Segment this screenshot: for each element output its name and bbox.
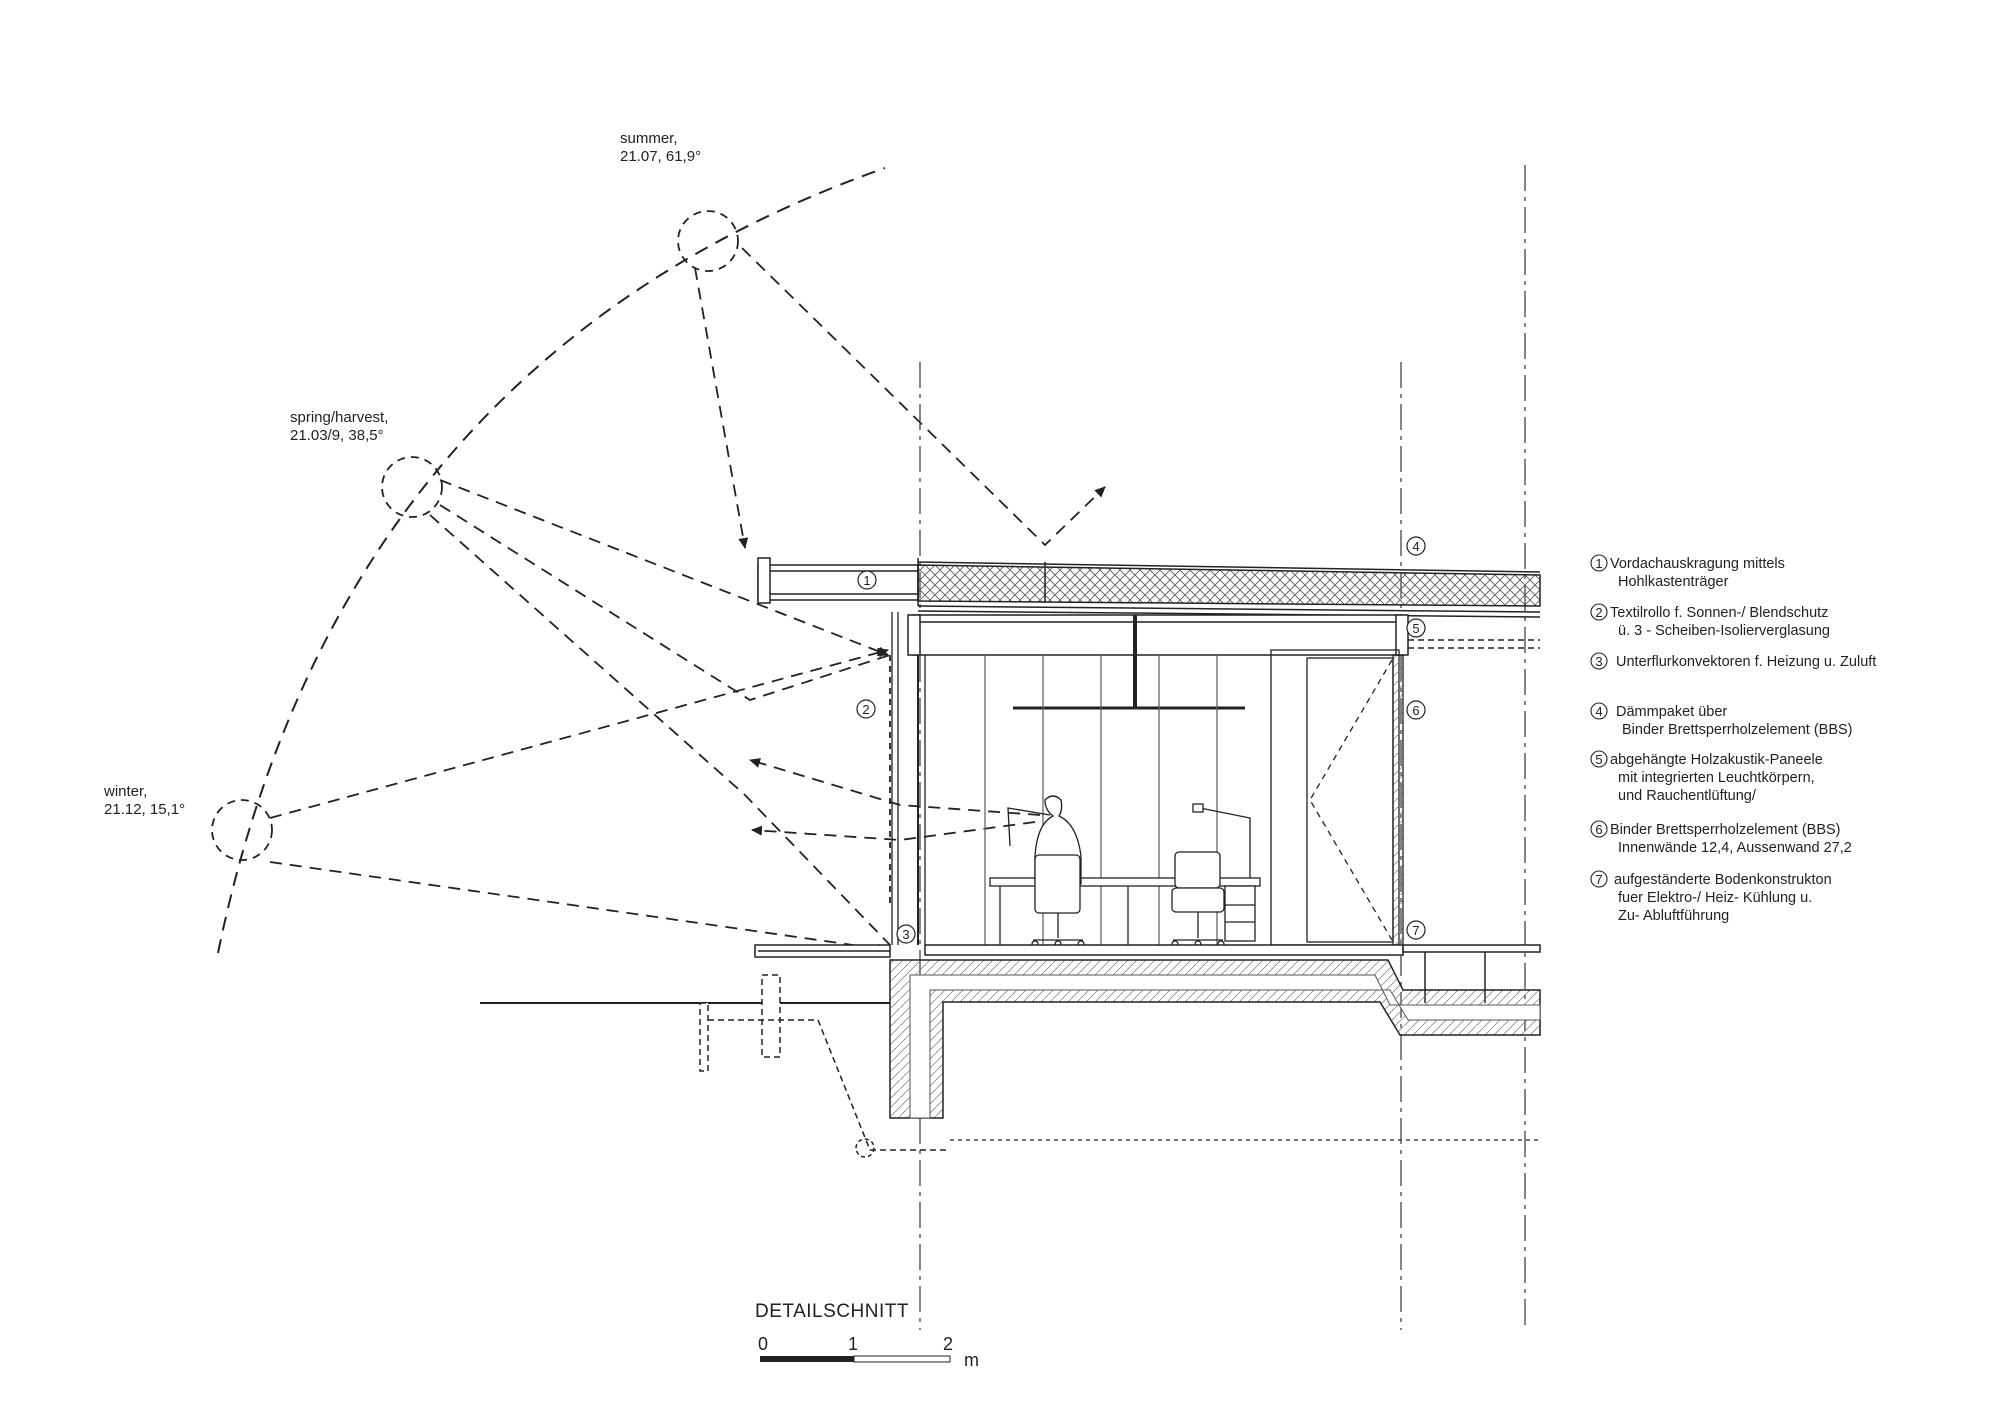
legend-4-line-2: Binder Brettsperrholzelement (BBS) — [1622, 722, 1853, 738]
ray-winter-2 — [269, 861, 889, 954]
marker-5 — [1406, 618, 1426, 638]
legend-item: 7 aufgeständerte Bodenkonstrukton fuer E… — [1590, 870, 1832, 924]
legend-6-number: 6 — [1595, 822, 1602, 837]
legend-7-line-3: Zu- Abluftführung — [1618, 908, 1729, 924]
marker-3-label: 3 — [902, 927, 909, 942]
legend-5-line-2: mit integrierten Leuchtkörpern, — [1618, 770, 1815, 786]
legend-2-line-1: Textilrollo f. Sonnen-/ Blendschutz — [1610, 605, 1828, 621]
legend-7-line-1: aufgeständerte Bodenkonstrukton — [1614, 872, 1832, 888]
legend-4-line-1: Dämmpaket über — [1616, 704, 1727, 720]
scale-tick-2: 2 — [943, 1334, 953, 1354]
sun-summer-circle — [677, 210, 739, 272]
drawing-title: DETAILSCHNITT — [755, 1301, 909, 1322]
marker-1 — [857, 570, 877, 590]
legend-1-line-1: Vordachauskragung mittels — [1610, 556, 1785, 572]
ray-winter-1 — [269, 647, 889, 819]
ray-spring-1 — [439, 479, 889, 657]
raised-floor — [924, 944, 1404, 956]
sun-spring-season: spring/harvest, — [290, 409, 388, 426]
legend-7-number: 7 — [1595, 872, 1602, 887]
legend-5-number: 5 — [1595, 752, 1602, 767]
sun-winter-circle — [211, 799, 273, 861]
facade — [891, 612, 1404, 951]
marker-7 — [1406, 920, 1426, 940]
number-marker-labels: 1 2 3 4 5 6 7 — [862, 539, 1419, 942]
roof — [757, 557, 1541, 710]
legend-item: 5 abgehängte Holzakustik-Paneele mit int… — [1590, 750, 1823, 804]
chair-1-back — [1034, 854, 1081, 914]
marker-2 — [856, 699, 876, 719]
marker-4 — [1406, 536, 1426, 556]
scale-tick-1: 1 — [848, 1334, 858, 1354]
marker-6-label: 6 — [1412, 703, 1419, 718]
legend-item: 1 Vordachauskragung mittels Hohlkastentr… — [1590, 554, 1785, 590]
sun-labels: summer, 21.07, 61,9° spring/harvest, 21.… — [103, 130, 701, 818]
legend-4-number: 4 — [1595, 704, 1602, 719]
marker-2-label: 2 — [862, 702, 869, 717]
sun-winter-season: winter, — [103, 783, 147, 800]
legend-1-number: 1 — [1595, 556, 1602, 571]
marker-6 — [1406, 700, 1426, 720]
axis-lines — [919, 165, 1526, 1330]
legend-3-number: 3 — [1595, 654, 1602, 669]
floor — [480, 944, 1541, 1158]
number-markers — [856, 536, 1426, 944]
ray-winter-3 — [749, 758, 1041, 816]
legend-3-line-1: Unterflurkonvektoren f. Heizung u. Zuluf… — [1616, 654, 1876, 670]
ray-winter-4 — [751, 821, 1036, 841]
legend: 1 Vordachauskragung mittels Hohlkastentr… — [1590, 554, 1876, 924]
scale-unit: m — [964, 1350, 979, 1370]
office-furniture — [989, 795, 1261, 948]
title-block: DETAILSCHNITT 0 1 2 m — [755, 1301, 979, 1370]
ceiling-panel — [912, 614, 1404, 656]
scale-tick-0: 0 — [758, 1334, 768, 1354]
desk — [989, 877, 1261, 887]
legend-item: 4 Dämmpaket über Binder Brettsperrholzel… — [1590, 702, 1853, 738]
legend-7-line-2: fuer Elektro-/ Heiz- Kühlung u. — [1618, 890, 1812, 906]
ray-summer-2 — [741, 247, 1106, 547]
sun-arc — [217, 167, 886, 954]
sun-winter-detail: 21.12, 15,1° — [104, 801, 185, 818]
legend-2-number: 2 — [1595, 605, 1602, 620]
sun-spring-circle — [381, 456, 443, 518]
legend-item: 2 Textilrollo f. Sonnen-/ Blendschutz ü.… — [1590, 603, 1830, 639]
marker-5-label: 5 — [1412, 621, 1419, 636]
scale-bar-white — [853, 1355, 951, 1363]
marker-1-label: 1 — [863, 573, 870, 588]
legend-5-line-3: und Rauchentlüftung/ — [1618, 788, 1757, 804]
legend-item: 3 Unterflurkonvektoren f. Heizung u. Zul… — [1590, 652, 1876, 670]
ray-spring-4 — [429, 514, 891, 946]
sun-path — [217, 167, 886, 954]
legend-1-line-2: Hohlkastenträger — [1618, 574, 1729, 590]
sun-summer-detail: 21.07, 61,9° — [620, 148, 701, 165]
legend-item: 6 Binder Brettsperrholzelement (BBS) Inn… — [1590, 820, 1852, 856]
sun-circles — [211, 210, 739, 861]
inner-wall — [1392, 654, 1404, 951]
sun-summer-season: summer, — [620, 130, 678, 147]
sun-rays — [269, 247, 1106, 954]
scale-bar-black — [760, 1356, 854, 1362]
marker-4-label: 4 — [1412, 539, 1419, 554]
ray-spring-2 — [439, 504, 891, 701]
chair-2-back — [1174, 851, 1221, 889]
legend-5-line-1: abgehängte Holzakustik-Paneele — [1610, 752, 1823, 768]
marker-7-label: 7 — [1412, 923, 1419, 938]
marker-3 — [896, 924, 916, 944]
legend-6-line-2: Innenwände 12,4, Aussenwand 27,2 — [1618, 840, 1852, 856]
legend-2-line-2: ü. 3 - Scheiben-Isolierverglasung — [1618, 623, 1830, 639]
sun-spring-detail: 21.03/9, 38,5° — [290, 427, 384, 444]
legend-6-line-1: Binder Brettsperrholzelement (BBS) — [1610, 822, 1841, 838]
door-frame — [1270, 649, 1400, 946]
ray-summer-1 — [694, 267, 749, 549]
